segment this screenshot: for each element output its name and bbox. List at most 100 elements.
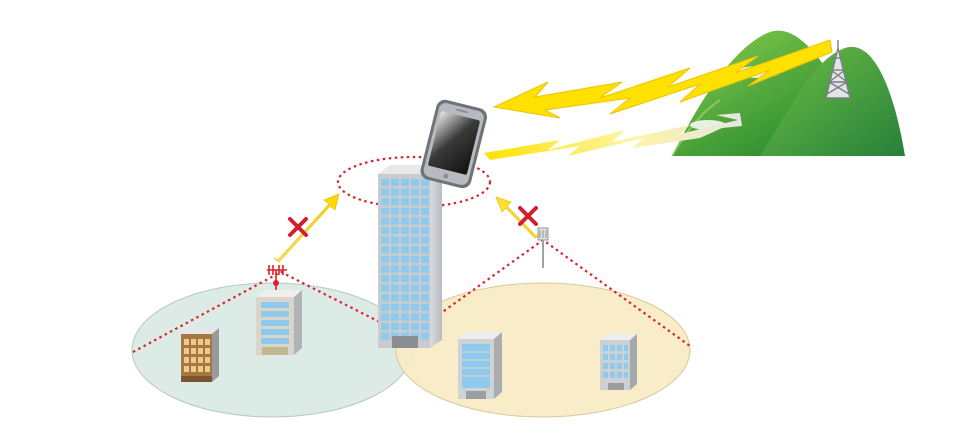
highrise-window <box>421 275 429 282</box>
highrise-window <box>411 294 419 302</box>
highrise-window <box>411 179 419 186</box>
small-building-right <box>600 334 637 390</box>
highrise-window <box>421 294 429 302</box>
highrise-window <box>391 313 399 321</box>
highrise-window <box>421 207 429 215</box>
highrise-window <box>391 179 399 186</box>
strong-signal-bolt <box>492 39 833 119</box>
highrise-window <box>401 313 409 321</box>
highrise-window <box>381 246 389 254</box>
highrise-window <box>421 227 429 234</box>
highrise-window <box>401 227 409 234</box>
highrise-window <box>391 255 399 263</box>
highrise-window <box>421 236 429 244</box>
highrise-window <box>401 246 409 254</box>
smartphone-icon <box>420 99 487 189</box>
highrise-window <box>381 217 389 225</box>
highrise-window <box>391 284 399 292</box>
small-building-left <box>181 328 219 382</box>
rooftop-antenna-icon <box>267 265 287 290</box>
highrise-window <box>421 179 429 186</box>
highrise-window <box>391 294 399 302</box>
broadcast-tower-icon <box>825 40 851 99</box>
highrise-window <box>411 323 419 330</box>
mountains <box>671 30 905 157</box>
highrise-window <box>391 303 399 311</box>
highrise-window <box>381 188 389 196</box>
highrise-window <box>411 246 419 254</box>
highrise-window <box>421 246 429 254</box>
highrise-window <box>411 217 419 225</box>
highrise-window <box>391 236 399 244</box>
highrise-window <box>381 265 389 273</box>
highrise-window <box>401 275 409 282</box>
highrise-window <box>381 323 389 330</box>
highrise-window <box>381 227 389 234</box>
highrise-window <box>401 198 409 206</box>
highrise-window <box>411 255 419 263</box>
fading-signal-bolt <box>484 113 742 160</box>
highrise-window <box>411 275 419 282</box>
highrise-window <box>381 275 389 282</box>
highrise-window <box>391 275 399 282</box>
highrise-window <box>421 255 429 263</box>
highrise-window <box>381 179 389 186</box>
highrise-window <box>391 323 399 330</box>
highrise-window <box>401 207 409 215</box>
highrise-window <box>411 236 419 244</box>
highrise-window <box>421 265 429 273</box>
highrise-window <box>401 179 409 186</box>
highrise-window <box>421 284 429 292</box>
highrise-window <box>421 313 429 321</box>
antenna-building-left <box>256 265 302 355</box>
left-coverage-line <box>132 270 426 353</box>
highrise-window <box>401 265 409 273</box>
mountain-front <box>760 46 905 156</box>
highrise-window <box>391 207 399 215</box>
highrise-window <box>401 255 409 263</box>
highrise-window <box>391 188 399 196</box>
highrise-window <box>391 217 399 225</box>
highrise-window <box>381 207 389 215</box>
highrise-window <box>421 303 429 311</box>
highrise-window <box>391 198 399 206</box>
central-highrise <box>378 165 442 348</box>
highrise-window <box>411 207 419 215</box>
highrise-window <box>411 188 419 196</box>
highrise-window <box>421 188 429 196</box>
blue-building-right <box>458 332 502 399</box>
blocked-uplink-left <box>273 193 340 263</box>
highrise-window <box>381 198 389 206</box>
highrise-window <box>411 313 419 321</box>
highrise-window <box>401 217 409 225</box>
highrise-window <box>381 294 389 302</box>
highrise-window <box>411 303 419 311</box>
highrise-window <box>401 294 409 302</box>
highrise-window <box>401 188 409 196</box>
highrise-window <box>381 255 389 263</box>
highrise-window <box>391 227 399 234</box>
highrise-window <box>401 236 409 244</box>
highrise-window <box>411 227 419 234</box>
highrise-window <box>421 323 429 330</box>
highrise-window <box>411 265 419 273</box>
highrise-window <box>421 332 429 340</box>
highrise-window <box>421 217 429 225</box>
highrise-window <box>391 246 399 254</box>
blocked-uplink-right <box>495 196 541 239</box>
highrise-window <box>381 303 389 311</box>
highrise-window <box>381 332 389 340</box>
highrise-window <box>401 284 409 292</box>
highrise-window <box>401 303 409 311</box>
highrise-window <box>411 284 419 292</box>
highrise-window <box>411 198 419 206</box>
highrise-windows <box>381 179 429 340</box>
blocked-x-icon <box>288 217 308 237</box>
highrise-window <box>421 198 429 206</box>
highrise-window <box>401 323 409 330</box>
highrise-window <box>381 236 389 244</box>
highrise-window <box>381 313 389 321</box>
highrise-window <box>381 284 389 292</box>
blocked-x-icon <box>518 206 538 226</box>
